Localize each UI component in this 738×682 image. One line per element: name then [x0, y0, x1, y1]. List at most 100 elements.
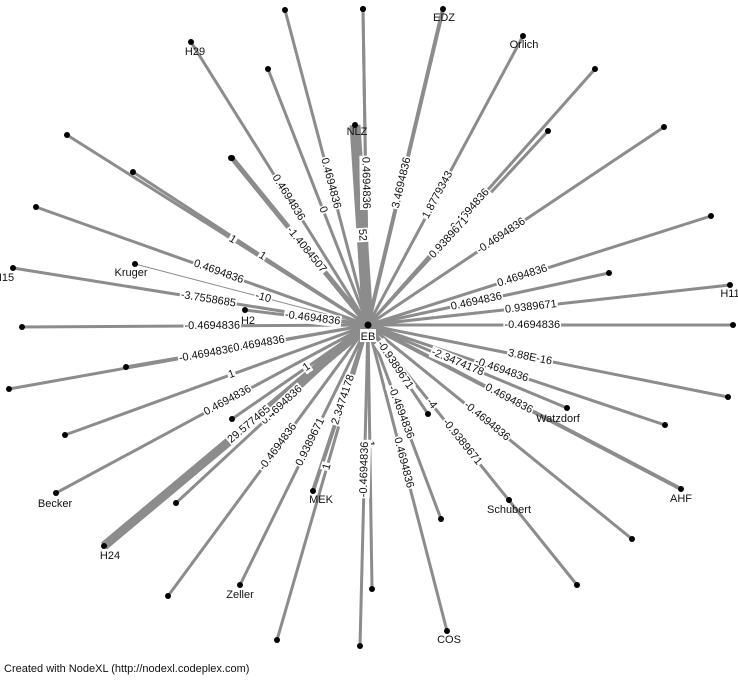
node: [574, 582, 580, 588]
node-label: Schubert: [487, 504, 531, 516]
node-label: Orlich: [510, 39, 539, 51]
node-label: H29: [185, 46, 205, 58]
node-label: Becker: [38, 498, 73, 510]
edge-label: -0.9389671: [440, 416, 484, 467]
edge-label: 0.4694836: [359, 157, 372, 209]
node-label: NLZ: [347, 126, 368, 138]
edge-label-group: -3.7558685: [178, 288, 238, 310]
node: [310, 488, 316, 494]
edge-label-group: 0.4694836: [359, 155, 373, 210]
edge-label-bg: [357, 440, 372, 499]
edge-label-group: 1.8779343: [419, 168, 456, 222]
edge-label-bg: [391, 435, 417, 491]
node: [629, 536, 635, 542]
node: [661, 124, 667, 130]
node: [132, 261, 138, 267]
node: [19, 324, 25, 330]
node-label: Watzdorf: [536, 413, 581, 425]
node: [237, 582, 243, 588]
edge-label-bg: [328, 372, 358, 428]
edge-label-bg: [373, 337, 417, 393]
edge-label-bg: [482, 380, 536, 417]
edge-label-bg: [359, 155, 373, 210]
edge-label-bg: [283, 223, 330, 276]
edge-label: -0.4694836: [358, 441, 371, 497]
edge-label-bg: [316, 203, 331, 216]
edge-label-group: 0.4694836: [482, 380, 536, 417]
node: [678, 486, 684, 492]
node: [708, 213, 714, 219]
edge-label-bg: [426, 213, 472, 262]
edge: [64, 323, 369, 437]
edge-label-group: 0.4694836: [200, 382, 255, 419]
node: [564, 405, 570, 411]
edge: [349, 124, 374, 326]
edge-label: 0.4694836: [232, 333, 285, 354]
edge-label-bg: [191, 257, 247, 287]
hub-label-bg: [360, 329, 376, 342]
node: [545, 128, 551, 134]
edge-label: 1: [227, 368, 237, 381]
edge-label: 2.3474178: [329, 373, 357, 426]
node: [130, 169, 136, 175]
edge-label-bg: [428, 345, 487, 379]
edge-label-bg: [225, 367, 238, 382]
node: [592, 66, 598, 72]
edge-label: -0.4694836: [475, 215, 528, 256]
edge: [231, 323, 369, 421]
edge-label: -0.4694836: [184, 320, 240, 332]
node: [606, 270, 612, 276]
edge-label-group: 0: [316, 203, 331, 216]
edge-label-bg: [423, 395, 440, 413]
node: [173, 500, 179, 506]
edge-label-bg: [503, 318, 562, 331]
node: [228, 155, 234, 161]
edge-label-bg: [439, 415, 485, 469]
edge: [132, 170, 369, 327]
edge-label-group: 1: [320, 461, 334, 473]
edge-label-group: -0.4694836: [255, 420, 300, 474]
edge-label: 0: [316, 205, 329, 215]
edge-label-group: -4: [423, 395, 440, 413]
node: [438, 516, 444, 522]
node: [727, 282, 733, 288]
edge-label-group: 52: [355, 227, 369, 243]
node: [425, 411, 431, 417]
edge-label-bg: [505, 346, 555, 368]
edge-label: 0.4694836: [496, 262, 549, 289]
node: [520, 33, 526, 39]
node: [53, 490, 59, 496]
node-label: H15: [0, 272, 14, 284]
edge-label-bg: [472, 355, 531, 385]
edge-label-bg: [257, 382, 306, 428]
edge-label-group: 1: [299, 359, 314, 375]
node: [188, 39, 194, 45]
node-label: Kruger: [114, 267, 147, 279]
node-label: H11: [720, 288, 738, 300]
edge-label-bg: [224, 402, 274, 447]
edge-label-bg: [389, 155, 414, 211]
edge-label-group: 0.4694836: [494, 261, 550, 290]
node: [6, 386, 12, 392]
edge-label: 0.4694836: [318, 157, 343, 210]
edge-label: 0.4694836: [192, 257, 245, 286]
node-layer: [6, 6, 736, 649]
node-label: MEK: [309, 494, 334, 506]
edge-label-group: 0.4694836: [231, 333, 287, 355]
edge-label-group: -0.4694836: [460, 398, 514, 445]
edge-label-group: 0.9389671: [503, 297, 559, 316]
edge-label-bg: [299, 359, 314, 375]
node-label: COS: [437, 634, 461, 646]
node: [101, 543, 107, 549]
node-label: AHF: [670, 493, 692, 505]
node-label: Zeller: [226, 589, 254, 601]
edge-label: 3.88E-16: [507, 347, 553, 368]
edge-label-bg: [283, 308, 343, 328]
edge-label-group: -0.9389671: [439, 415, 485, 469]
edge-label-bg: [473, 214, 529, 257]
node: [123, 364, 129, 370]
edge-label-group: -0.4694836: [473, 214, 529, 257]
edge-label-bg: [355, 227, 369, 243]
credit-text: Created with NodeXL (http://nodexl.codep…: [4, 663, 250, 675]
